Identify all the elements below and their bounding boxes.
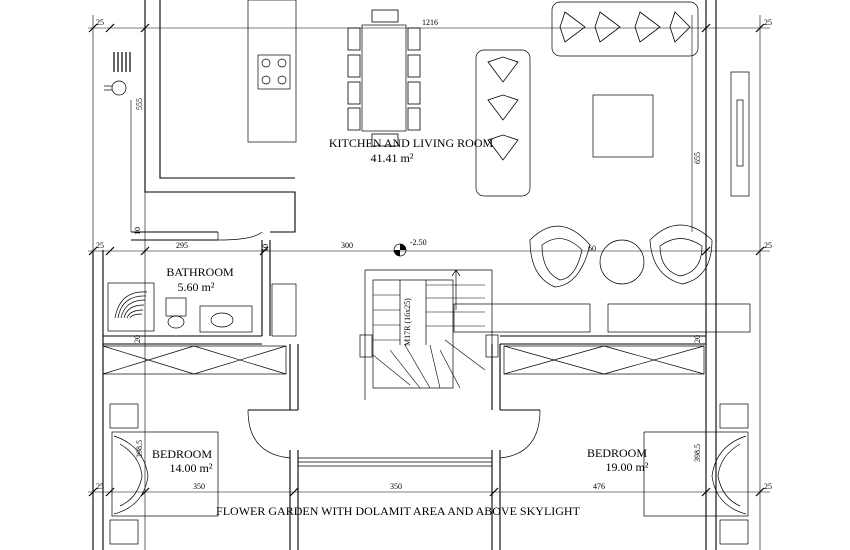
dim-bot-350b: 350 (390, 482, 402, 491)
kitchen-area-label: 41.41 m² (371, 151, 414, 165)
walls (92, 0, 717, 550)
dim-bot-left: 25 (96, 482, 104, 491)
bed-left-icon (109, 403, 219, 545)
toilet-icon (165, 297, 187, 329)
shelf-right-icon (607, 303, 751, 333)
bedroom-left-name-label: BEDROOM (152, 447, 212, 461)
dim-bath-20: 20 (133, 335, 142, 343)
bathroom-name-label: BATHROOM (166, 265, 234, 279)
wardrobe-right-icon (503, 345, 705, 375)
dim-kitchen-height: 555 (135, 98, 144, 110)
armchairs-icon (529, 224, 713, 288)
stair-note: M17R (16x25) (403, 298, 412, 346)
bedroom-right-area-label: 19.00 m² (606, 460, 649, 474)
dim-mid-right: 25 (764, 241, 772, 250)
dim-mid-300: 300 (341, 241, 353, 250)
dim-living-height: 655 (693, 152, 702, 164)
dim-right-20: 20 (693, 335, 702, 343)
dim-top-right: 25 (764, 18, 772, 27)
level-text: -2.50 (410, 238, 427, 247)
dim-mid-295: 295 (176, 241, 188, 250)
dining-table-icon (347, 9, 421, 147)
wardrobe-left-icon (102, 345, 287, 375)
bathroom-fixtures (107, 282, 297, 337)
dim-bot-476: 476 (593, 482, 605, 491)
tv-unit-icon (730, 71, 750, 197)
sofa-icon (475, 1, 699, 197)
dim-top-left: 25 (96, 18, 104, 27)
washbasin-icon (199, 305, 253, 333)
dim-round-60: 60 (588, 244, 596, 253)
dim-mid-left: 25 (96, 241, 104, 250)
dim-bot-right: 25 (764, 482, 772, 491)
sink-icon (104, 52, 131, 96)
bed-right-icon (643, 403, 749, 545)
dim-wall-10b: 10 (261, 244, 270, 252)
garden-label: FLOWER GARDEN WITH DOLAMIT AREA AND ABOV… (216, 504, 581, 518)
doors (217, 231, 541, 459)
dim-top-span: 1216 (422, 18, 438, 27)
shower-icon (114, 291, 148, 319)
kitchen-name-label: KITCHEN AND LIVING ROOM (329, 136, 494, 150)
coffee-table-icon (592, 94, 654, 158)
bedroom-right-name-label: BEDROOM (587, 446, 647, 460)
dim-bot-350a: 350 (193, 482, 205, 491)
dim-bed-left-h: 398.5 (135, 440, 144, 458)
bathroom-area-label: 5.60 m² (178, 280, 215, 294)
bedroom-left-area-label: 14.00 m² (170, 461, 213, 475)
dim-bed-right-h: 398.5 (693, 444, 702, 462)
dim-wall-10: 10 (133, 227, 142, 235)
shelf-center-icon (453, 303, 591, 333)
staircase-icon (359, 269, 499, 389)
kitchen-fixtures (104, 0, 297, 143)
level-marker-icon (393, 243, 407, 257)
